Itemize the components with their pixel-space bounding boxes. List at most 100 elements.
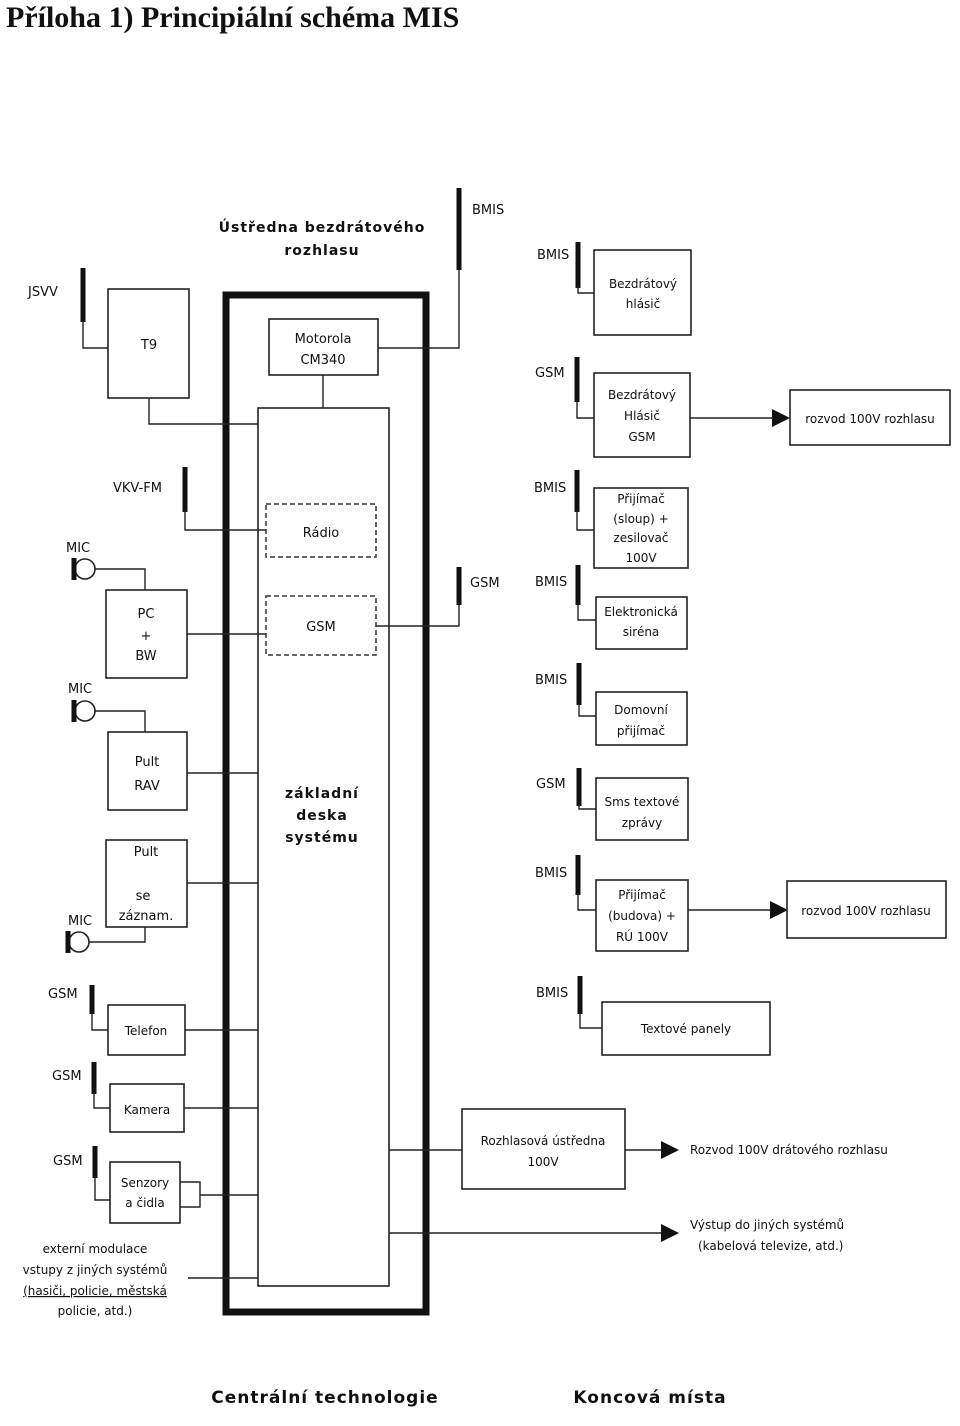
external-label-3: (hasiči, policie, městská bbox=[23, 1284, 167, 1298]
motorola-label-1: Motorola bbox=[295, 332, 352, 347]
rozvod-dratovy-label: Rozvod 100V drátového rozhlasu bbox=[690, 1143, 888, 1157]
footer-central: Centrální technologie bbox=[211, 1388, 438, 1408]
pc-label-1: PC bbox=[138, 607, 155, 622]
arrow-right-icon bbox=[770, 901, 788, 919]
rozvod-1-label: rozvod 100V rozhlasu bbox=[805, 412, 935, 426]
pult-rav-box bbox=[107, 731, 188, 811]
gsm-kamera-label: GSM bbox=[52, 1069, 82, 1084]
ustredna100-label-1: Rozhlasová ústředna bbox=[481, 1134, 606, 1148]
sirena-box bbox=[595, 596, 688, 650]
gsm-sms-label: GSM bbox=[536, 777, 566, 792]
gsm-telefon-label: GSM bbox=[48, 987, 78, 1002]
sms-label-2: zprávy bbox=[622, 816, 662, 830]
bmis-hlasic-label: BMIS bbox=[537, 248, 569, 263]
t9-box bbox=[107, 288, 190, 399]
pult-zaznam-box bbox=[105, 839, 188, 928]
ustredna100-box bbox=[461, 1108, 626, 1190]
panely-box bbox=[601, 1001, 771, 1056]
board-label-1: základní bbox=[285, 786, 359, 802]
senzory-label-1: Senzory bbox=[121, 1176, 169, 1190]
external-label-2: vstupy z jiných systémů bbox=[23, 1263, 168, 1277]
hlasic-gsm-label-1: Bezdrátový bbox=[608, 388, 676, 402]
vystup-label-1: Výstup do jiných systémů bbox=[690, 1218, 844, 1232]
prijimac-sloup-label-4: 100V bbox=[625, 551, 657, 565]
sms-label-1: Sms textové bbox=[605, 795, 680, 809]
radio-label: Rádio bbox=[303, 526, 340, 541]
rozvod-2-box bbox=[786, 880, 947, 939]
pc-label-2: + bbox=[141, 629, 152, 644]
vkv-label: VKV-FM bbox=[113, 481, 162, 496]
hlasic-gsm-label-3: GSM bbox=[628, 430, 655, 444]
telefon-label: Telefon bbox=[124, 1024, 168, 1038]
antenna-gsm-central-label: GSM bbox=[470, 576, 500, 591]
central-frame bbox=[222, 291, 430, 1316]
microphone-icon bbox=[74, 700, 96, 722]
microphone-icon bbox=[68, 931, 90, 953]
external-label-4: policie, atd.) bbox=[58, 1304, 133, 1318]
bmis-sirena-label: BMIS bbox=[535, 575, 567, 590]
senzory-label-2: a čidla bbox=[125, 1196, 164, 1210]
sirena-label-2: siréna bbox=[623, 625, 660, 639]
ustredna100-label-2: 100V bbox=[527, 1155, 559, 1169]
board-label-2: deska bbox=[296, 808, 348, 824]
arrow-right-icon bbox=[661, 1224, 679, 1242]
board-label-3: systému bbox=[285, 830, 359, 846]
bezdratovy-hlasic-box bbox=[593, 249, 692, 336]
sms-box bbox=[595, 777, 689, 841]
mic-2-label: MIC bbox=[68, 682, 92, 697]
prijimac-budova-label-2: (budova) + bbox=[608, 909, 676, 923]
jsvv-label: JSVV bbox=[27, 285, 58, 300]
motorola-label-2: CM340 bbox=[300, 353, 345, 368]
central-heading-line2: rozhlasu bbox=[284, 243, 359, 259]
footer-endpoints: Koncová místa bbox=[573, 1388, 726, 1408]
senzory-box bbox=[109, 1161, 181, 1224]
kamera-label: Kamera bbox=[124, 1103, 170, 1117]
mic-1-label: MIC bbox=[66, 541, 90, 556]
microphone-icon bbox=[74, 558, 96, 580]
pult-zaznam-label-1: Pult bbox=[134, 845, 159, 860]
motorola-box bbox=[268, 318, 379, 376]
mic-3-label: MIC bbox=[68, 914, 92, 929]
bmis-budova-label: BMIS bbox=[535, 866, 567, 881]
arrow-right-icon bbox=[772, 409, 790, 427]
sirena-label-1: Elektronická bbox=[604, 605, 678, 619]
page-title: Příloha 1) Principiální schéma MIS bbox=[6, 1, 460, 34]
bmis-panely-label: BMIS bbox=[536, 986, 568, 1001]
panely-label: Textové panely bbox=[640, 1022, 731, 1036]
prijimac-budova-box bbox=[595, 879, 689, 952]
t9-label: T9 bbox=[140, 338, 157, 353]
gsm-senzory-label: GSM bbox=[53, 1154, 83, 1169]
pc-label-3: BW bbox=[135, 649, 156, 664]
antenna-bmis-central-label: BMIS bbox=[472, 203, 504, 218]
rozvod-1-box bbox=[789, 389, 951, 446]
prijimac-sloup-box bbox=[593, 487, 689, 569]
vystup-label-2: (kabelová televize, atd.) bbox=[698, 1239, 843, 1253]
prijimac-sloup-label-2: (sloup) + bbox=[613, 512, 668, 526]
hlasic-gsm-label-2: Hlásič bbox=[624, 409, 660, 423]
pult-zaznam-label-3: záznam. bbox=[119, 909, 174, 924]
prijimac-budova-label-1: Přijímač bbox=[618, 888, 666, 902]
bmis-domovni-label: BMIS bbox=[535, 673, 567, 688]
bmis-sloup-label: BMIS bbox=[534, 481, 566, 496]
rozvod-2-label: rozvod 100V rozhlasu bbox=[801, 904, 931, 918]
pult-rav-label-2: RAV bbox=[134, 779, 160, 794]
pult-rav-label-1: Pult bbox=[135, 755, 160, 770]
radio-module bbox=[265, 503, 377, 558]
bezdratovy-hlasic-label-1: Bezdrátový bbox=[609, 277, 677, 291]
gsm-hlasic-label: GSM bbox=[535, 366, 565, 381]
domovni-label-2: přijímač bbox=[617, 724, 665, 738]
central-heading-line1: Ústředna bezdrátového bbox=[219, 218, 426, 236]
prijimac-budova-label-3: RÚ 100V bbox=[616, 929, 669, 944]
domovni-box bbox=[595, 691, 688, 746]
prijimac-sloup-label-1: Přijímač bbox=[617, 492, 665, 506]
bezdratovy-hlasic-gsm-box bbox=[593, 372, 691, 458]
gsm-module-label: GSM bbox=[306, 620, 336, 635]
domovni-label-1: Domovní bbox=[614, 703, 668, 717]
kamera-box bbox=[109, 1083, 185, 1133]
prijimac-sloup-label-3: zesilovač bbox=[614, 531, 669, 545]
bezdratovy-hlasic-label-2: hlásič bbox=[626, 297, 660, 311]
arrow-right-icon bbox=[661, 1141, 679, 1159]
pult-zaznam-label-2: se bbox=[136, 889, 151, 904]
external-label-1: externí modulace bbox=[43, 1242, 148, 1256]
